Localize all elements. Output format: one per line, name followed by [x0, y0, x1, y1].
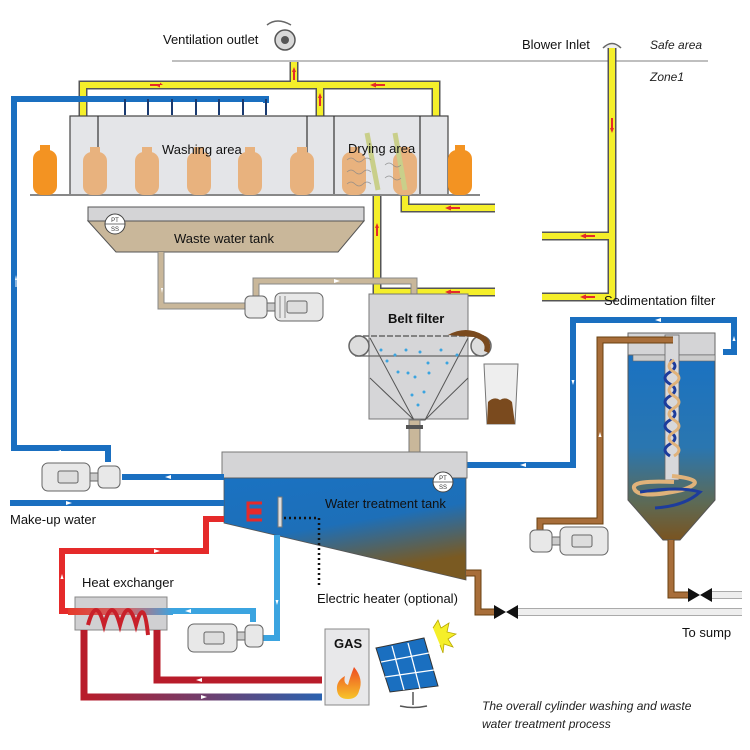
heater-wiring — [284, 516, 321, 585]
arrow-left-icon — [445, 289, 460, 295]
electric-heater-label: Electric heater (optional) — [317, 591, 458, 606]
heat-loop-pump-icon — [187, 623, 264, 653]
waste-water-tank: PT SS — [86, 206, 366, 253]
zone1-label: Zone1 — [649, 70, 684, 84]
water-treatment-tank-label: Water treatment tank — [325, 496, 446, 511]
caption-line-2: water treatment process — [482, 717, 611, 731]
spray-supply-pump-icon — [41, 462, 121, 492]
sedimentation-feed-pump-icon — [529, 526, 609, 556]
arrow-down-icon — [610, 118, 614, 133]
water-treatment-tank: PT SS — [221, 451, 468, 581]
safe-area-label: Safe area — [650, 38, 702, 52]
make-up-water-label: Make-up water — [10, 512, 97, 527]
spray-supply-pipe — [10, 474, 224, 506]
arrow-up-icon — [15, 275, 17, 287]
belt-filter-label: Belt filter — [388, 311, 444, 326]
arrow-right-icon — [154, 549, 160, 553]
sedimentation-outlet-pipe — [667, 540, 742, 599]
caption-line-1: The overall cylinder washing and waste — [482, 699, 692, 713]
cylinder-icon — [135, 147, 159, 195]
washing-area-label: Washing area — [162, 142, 242, 157]
arrow-left-icon — [580, 294, 595, 300]
arrow-left-icon — [655, 318, 661, 322]
gas-cylinders — [33, 145, 472, 195]
cylinder-icon — [33, 145, 57, 195]
arrow-left-icon — [196, 678, 202, 682]
cylinder-icon — [238, 147, 262, 195]
electric-heater-icon — [246, 496, 283, 528]
arrow-left-icon — [55, 450, 69, 454]
heat-exchanger-label: Heat exchanger — [82, 575, 174, 590]
solar-panel-icon — [375, 637, 439, 709]
svg-text:PT: PT — [111, 218, 119, 224]
arrow-up-icon — [292, 67, 296, 80]
waste-water-pump-icon — [244, 292, 324, 322]
gas-label: GAS — [334, 636, 363, 651]
cylinder-icon — [448, 145, 472, 195]
ventilation-outlet-label: Ventilation outlet — [163, 32, 259, 47]
arrow-left-icon — [580, 233, 595, 239]
sedimentation-valve-icon[interactable] — [688, 588, 712, 602]
heat-exchanger — [68, 596, 173, 636]
gas-boiler — [324, 628, 370, 706]
arrow-up-icon — [375, 223, 379, 236]
tank-drain-pipe — [466, 569, 742, 616]
arrow-down-icon — [161, 288, 163, 293]
drying-area-label: Drying area — [348, 141, 416, 156]
cylinder-icon — [290, 147, 314, 195]
arrow-left-icon — [370, 82, 385, 88]
sedimentation-clean-pipe — [466, 317, 737, 468]
sludge-bin-icon — [483, 363, 519, 425]
sedimentation-inlet-pipe — [536, 336, 673, 530]
arrow-left-icon — [185, 609, 191, 613]
arrow-right-icon — [150, 82, 163, 88]
to-sump-label: To sump — [682, 625, 731, 640]
arrow-left-icon — [520, 463, 526, 467]
arrow-right-icon — [201, 695, 207, 699]
waste-water-tank-label: Waste water tank — [174, 231, 274, 246]
svg-text:PT: PT — [439, 476, 447, 482]
arrow-down-icon — [275, 600, 279, 605]
sedimentation-filter-label: Sedimentation filter — [604, 293, 716, 308]
cooled-return-pipe — [173, 535, 280, 641]
drying-air-nozzles — [346, 132, 408, 191]
blower-inlet-label: Blower Inlet — [522, 37, 590, 52]
arrow-right-icon — [334, 279, 340, 283]
arrow-left-icon — [165, 475, 171, 479]
arrow-down-icon — [571, 380, 575, 385]
arrow-left-icon — [445, 205, 460, 211]
return-flow-arrows — [15, 275, 69, 454]
drain-valve-icon[interactable] — [494, 605, 518, 619]
ventilation-fan-icon — [266, 20, 296, 51]
air-flow-arrows — [150, 67, 614, 300]
blower-inlet-hood-icon — [602, 42, 622, 49]
boiler-loop-pipes — [80, 630, 322, 701]
flame-icon — [336, 667, 361, 699]
cylinder-icon — [83, 147, 107, 195]
arrow-up-icon — [732, 336, 736, 341]
arrow-up-icon — [60, 574, 64, 579]
cylinder-icon — [187, 147, 211, 195]
belt-roller-icon — [348, 335, 370, 357]
arrow-up-icon — [598, 432, 602, 437]
sedimentation-tank — [627, 332, 716, 541]
hot-water-supply-pipe — [59, 516, 224, 614]
arrow-up-icon — [318, 93, 322, 106]
svg-text:SS: SS — [439, 485, 447, 491]
cylinder-icon — [342, 147, 366, 195]
arrow-right-icon — [66, 501, 72, 505]
sun-icon — [432, 619, 458, 654]
svg-text:SS: SS — [111, 227, 119, 233]
